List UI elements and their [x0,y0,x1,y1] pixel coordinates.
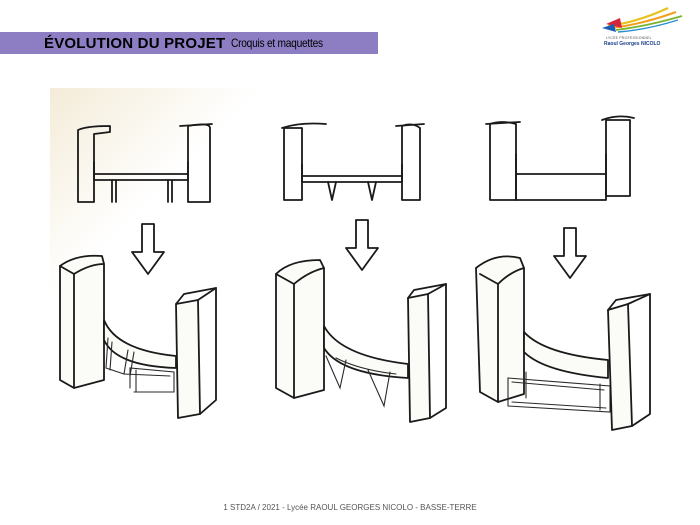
logo-small-text: LYCÉE PROFESSIONNEL [606,36,652,40]
logo-school-name: Raoul Georges NICOLO [604,41,661,47]
school-logo [602,7,683,33]
sketch-1-perspective [59,254,217,419]
sketch-3-perspective [475,255,651,431]
page-subtitle: Croquis et maquettes [231,36,324,50]
footer-text: 1 STD2A / 2021 - Lycée RAOUL GEORGES NIC… [223,503,477,512]
sketch-photo [50,88,656,448]
arrow-down-icon [131,223,165,275]
sketch-2-perspective [275,259,447,423]
sketch-1-elevation [77,123,213,203]
title-bar: ÉVOLUTION DU PROJET Croquis et maquettes [0,32,378,54]
sketch-2-elevation [281,122,425,201]
page-title: ÉVOLUTION DU PROJET [44,34,226,52]
sketch-3-elevation [485,115,635,201]
bench-sketches [59,115,651,431]
arrow-down-icon [345,219,379,271]
arrow-down-icon [553,227,587,279]
